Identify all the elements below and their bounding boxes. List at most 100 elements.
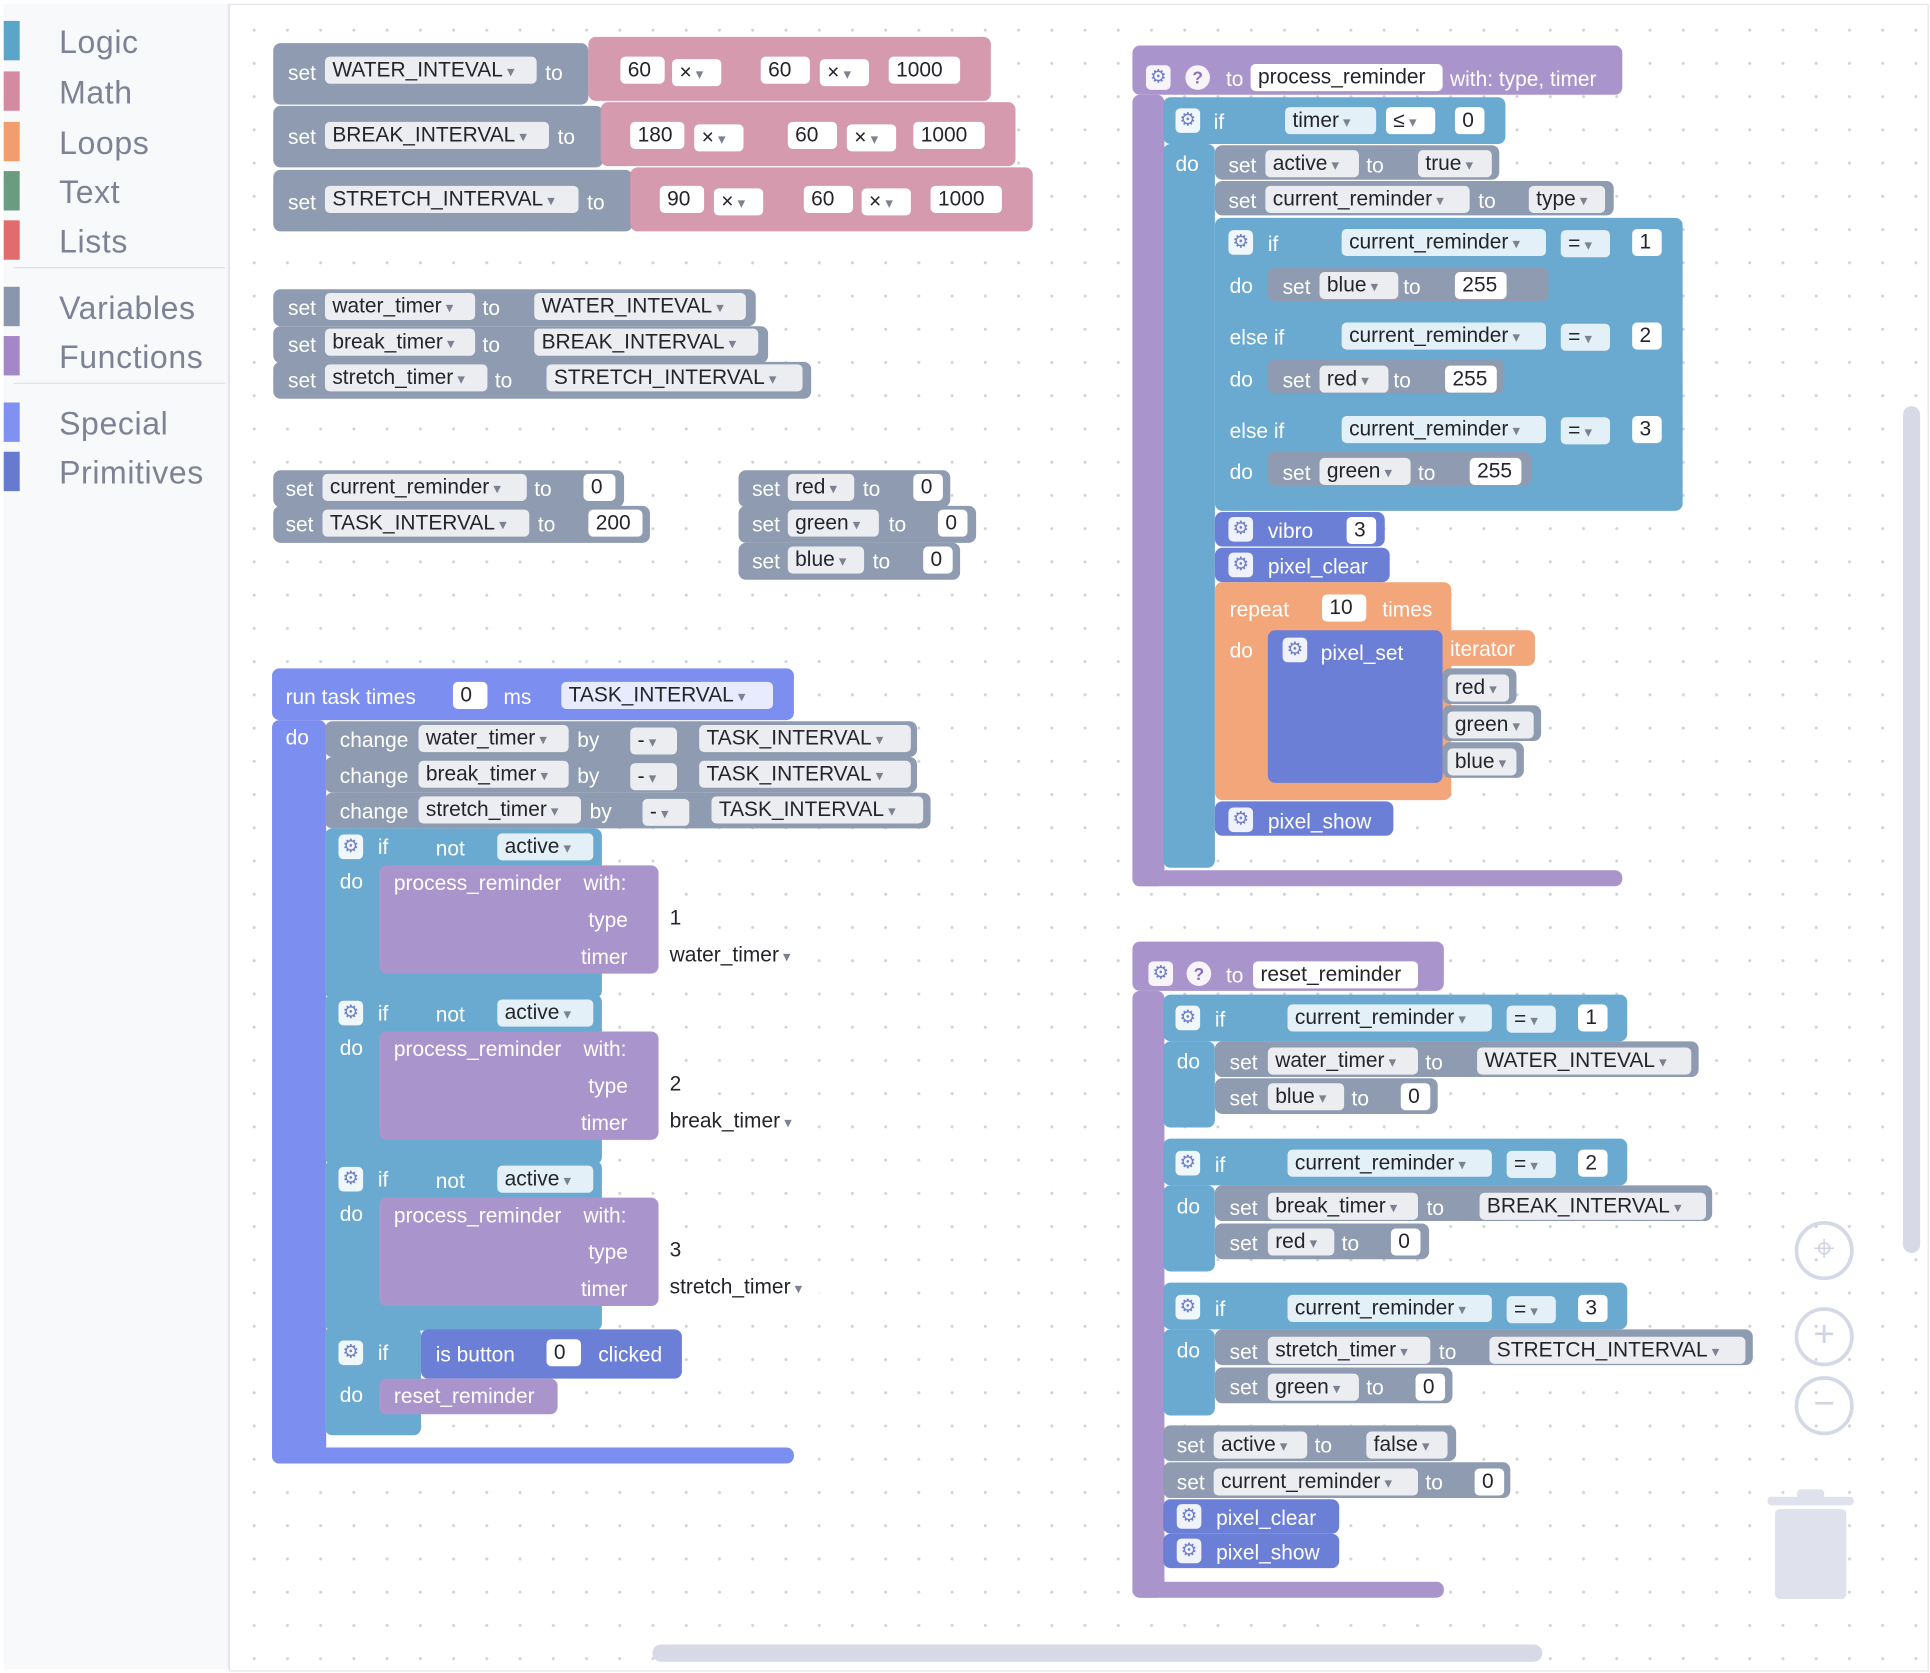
dropdown-field[interactable]: green: [787, 509, 879, 537]
input-field[interactable]: 60: [787, 121, 838, 149]
block-functions[interactable]: [1132, 94, 1165, 887]
input-field[interactable]: 1: [1632, 228, 1662, 257]
dropdown-field[interactable]: water_timer: [1267, 1047, 1418, 1075]
block-special[interactable]: [272, 720, 327, 1464]
dropdown-field[interactable]: current_reminder: [1265, 185, 1470, 213]
block-functions[interactable]: [379, 1197, 659, 1306]
dropdown-field[interactable]: active: [1213, 1431, 1308, 1459]
input-field[interactable]: 180: [630, 121, 685, 149]
gear-icon[interactable]: ⚙: [1175, 1005, 1201, 1031]
input-field[interactable]: 0: [546, 1339, 581, 1367]
input-field[interactable]: 255: [1445, 365, 1497, 393]
dropdown-field[interactable]: break_timer: [324, 328, 476, 356]
input-field[interactable]: 2: [1632, 322, 1662, 350]
dropdown-field[interactable]: WATER_INTEVAL: [324, 56, 537, 84]
input-field[interactable]: 3: [1346, 516, 1377, 545]
dropdown-field[interactable]: stretch_timer: [1267, 1336, 1431, 1364]
input-field[interactable]: 0: [1390, 1228, 1421, 1256]
gear-icon[interactable]: ⚙: [1175, 1150, 1201, 1176]
zoom-out-icon[interactable]: −: [1794, 1376, 1854, 1436]
dropdown-field[interactable]: =: [1560, 323, 1611, 351]
input-field[interactable]: 60: [803, 185, 854, 213]
dropdown-field[interactable]: ×: [713, 188, 764, 216]
vertical-scrollbar[interactable]: [1902, 406, 1921, 1254]
input-field[interactable]: 1000: [888, 56, 961, 84]
toolbox-category-functions[interactable]: Functions: [3, 331, 226, 380]
input-field[interactable]: 0: [1474, 1468, 1505, 1496]
dropdown-field[interactable]: TASK_INTERVAL: [699, 725, 911, 753]
gear-icon[interactable]: ⚙: [1148, 961, 1174, 986]
dropdown-field[interactable]: break_timer: [662, 1107, 815, 1135]
toolbox-category-text[interactable]: Text: [3, 166, 226, 215]
dropdown-field[interactable]: current_reminder: [1287, 1294, 1492, 1322]
dropdown-field[interactable]: STRETCH_INTERVAL: [546, 364, 803, 392]
dropdown-field[interactable]: current_reminder: [1287, 1149, 1492, 1177]
block-special[interactable]: [272, 1447, 794, 1464]
input-field[interactable]: 60: [620, 56, 665, 84]
zoom-in-icon[interactable]: +: [1794, 1307, 1854, 1367]
dropdown-field[interactable]: =: [1560, 417, 1611, 445]
input-field[interactable]: 3: [662, 1237, 692, 1265]
dropdown-field[interactable]: current_reminder: [1213, 1468, 1418, 1496]
dropdown-field[interactable]: active: [497, 999, 594, 1027]
block-logic[interactable]: [1163, 1041, 1215, 1128]
dropdown-field[interactable]: ×: [819, 59, 870, 87]
input-field[interactable]: 200: [588, 509, 643, 537]
dropdown-field[interactable]: ×: [861, 188, 911, 216]
dropdown-field[interactable]: STRETCH_INTERVAL: [1489, 1336, 1746, 1364]
dropdown-field[interactable]: red: [1267, 1228, 1335, 1256]
input-field[interactable]: 0: [583, 473, 616, 501]
block-functions[interactable]: [379, 1031, 659, 1140]
toolbox-category-math[interactable]: Math: [3, 66, 226, 115]
dropdown-field[interactable]: current_reminder: [1287, 1004, 1492, 1032]
block-logic[interactable]: [1163, 1329, 1215, 1416]
dropdown-field[interactable]: red: [1319, 365, 1389, 393]
toolbox-category-lists[interactable]: Lists: [3, 215, 226, 264]
gear-icon[interactable]: ⚙: [1176, 1538, 1202, 1564]
dropdown-field[interactable]: break_timer: [1267, 1192, 1418, 1220]
toolbox-category-special[interactable]: Special: [3, 398, 226, 447]
block-functions[interactable]: [379, 865, 659, 974]
dropdown-field[interactable]: current_reminder: [1341, 228, 1547, 257]
block-loops[interactable]: [1442, 630, 1535, 666]
toolbox-category-logic[interactable]: Logic: [3, 16, 226, 65]
dropdown-field[interactable]: green: [1447, 711, 1534, 739]
dropdown-field[interactable]: type: [1528, 185, 1606, 213]
input-field[interactable]: 10: [1321, 594, 1367, 622]
input-field[interactable]: 1000: [930, 185, 1002, 213]
input-field[interactable]: 0: [913, 473, 943, 501]
input-field[interactable]: 0: [937, 509, 968, 537]
block-functions[interactable]: [1132, 990, 1165, 1598]
toolbox-category-primitives[interactable]: Primitives: [3, 447, 226, 496]
input-field[interactable]: 3: [1578, 1294, 1608, 1322]
dropdown-field[interactable]: =: [1506, 1150, 1556, 1178]
gear-icon[interactable]: ⚙: [338, 1000, 364, 1026]
input-field[interactable]: reset_reminder: [1253, 961, 1418, 989]
dropdown-field[interactable]: ×: [694, 124, 744, 152]
block-functions[interactable]: [379, 1378, 558, 1415]
input-field[interactable]: 255: [1469, 457, 1522, 485]
dropdown-field[interactable]: timer: [1285, 107, 1377, 135]
dropdown-field[interactable]: blue: [1267, 1083, 1345, 1111]
dropdown-field[interactable]: active: [497, 1165, 594, 1193]
dropdown-field[interactable]: STRETCH_INTERVAL: [324, 185, 579, 213]
dropdown-field[interactable]: -: [630, 727, 677, 755]
dropdown-field[interactable]: red: [1447, 674, 1510, 702]
dropdown-field[interactable]: WATER_INTEVAL: [534, 292, 746, 321]
gear-icon[interactable]: ⚙: [1228, 807, 1254, 833]
dropdown-field[interactable]: ≤: [1385, 107, 1436, 135]
horizontal-scrollbar[interactable]: [652, 1644, 1543, 1662]
block-logic[interactable]: [1163, 1185, 1215, 1272]
gear-icon[interactable]: ⚙: [338, 1166, 364, 1192]
input-field[interactable]: 1000: [913, 121, 985, 149]
dropdown-field[interactable]: TASK_INTERVAL: [699, 760, 911, 788]
block-functions[interactable]: [1132, 870, 1623, 887]
dropdown-field[interactable]: stretch_timer: [418, 796, 581, 824]
dropdown-field[interactable]: =: [1560, 230, 1611, 258]
dropdown-field[interactable]: active: [497, 833, 594, 861]
input-field[interactable]: 0: [923, 546, 953, 574]
input-field[interactable]: 0: [1400, 1083, 1431, 1111]
dropdown-field[interactable]: green: [1267, 1373, 1359, 1401]
dropdown-field[interactable]: TASK_INTERVAL: [322, 509, 530, 537]
dropdown-field[interactable]: active: [1265, 150, 1359, 178]
